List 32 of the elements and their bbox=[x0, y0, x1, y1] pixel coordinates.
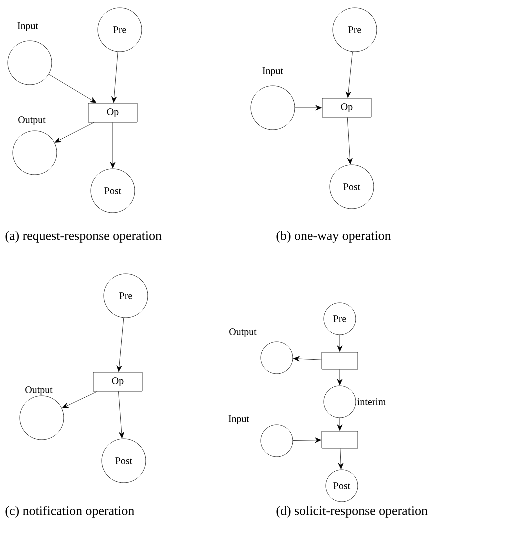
place-label: Output bbox=[26, 386, 53, 396]
arrow bbox=[346, 52, 353, 98]
place-label: Input bbox=[228, 416, 250, 424]
place-label: Input bbox=[18, 22, 38, 32]
arrow bbox=[118, 392, 125, 439]
place-label: interim bbox=[358, 398, 386, 406]
arrow bbox=[295, 105, 322, 111]
transition-box bbox=[322, 431, 358, 449]
caption: (d) solicit-response operation bbox=[276, 506, 428, 518]
transition-box: Op bbox=[88, 103, 138, 123]
arrow bbox=[62, 392, 98, 408]
arrow bbox=[293, 438, 322, 444]
place-label: Output bbox=[230, 328, 257, 338]
caption: (c) notification operation bbox=[6, 506, 134, 518]
arrow bbox=[48, 74, 97, 104]
caption: (b) one-way operation bbox=[276, 231, 392, 243]
arrow bbox=[338, 448, 344, 470]
arrow bbox=[337, 335, 343, 352]
caption: (a) request-response operation bbox=[6, 231, 162, 243]
arrow bbox=[337, 370, 343, 386]
arrow bbox=[337, 418, 343, 431]
transition-box bbox=[322, 352, 358, 370]
transition-box: Op bbox=[322, 98, 372, 118]
transition-box: Op bbox=[93, 372, 143, 392]
arrow bbox=[347, 118, 353, 165]
place-label: Input bbox=[262, 68, 284, 76]
arrow bbox=[55, 122, 94, 143]
arrow bbox=[293, 356, 322, 362]
arrow bbox=[110, 122, 116, 168]
place-label: Output bbox=[18, 116, 46, 126]
arrow bbox=[112, 52, 118, 103]
arrow bbox=[116, 318, 124, 372]
